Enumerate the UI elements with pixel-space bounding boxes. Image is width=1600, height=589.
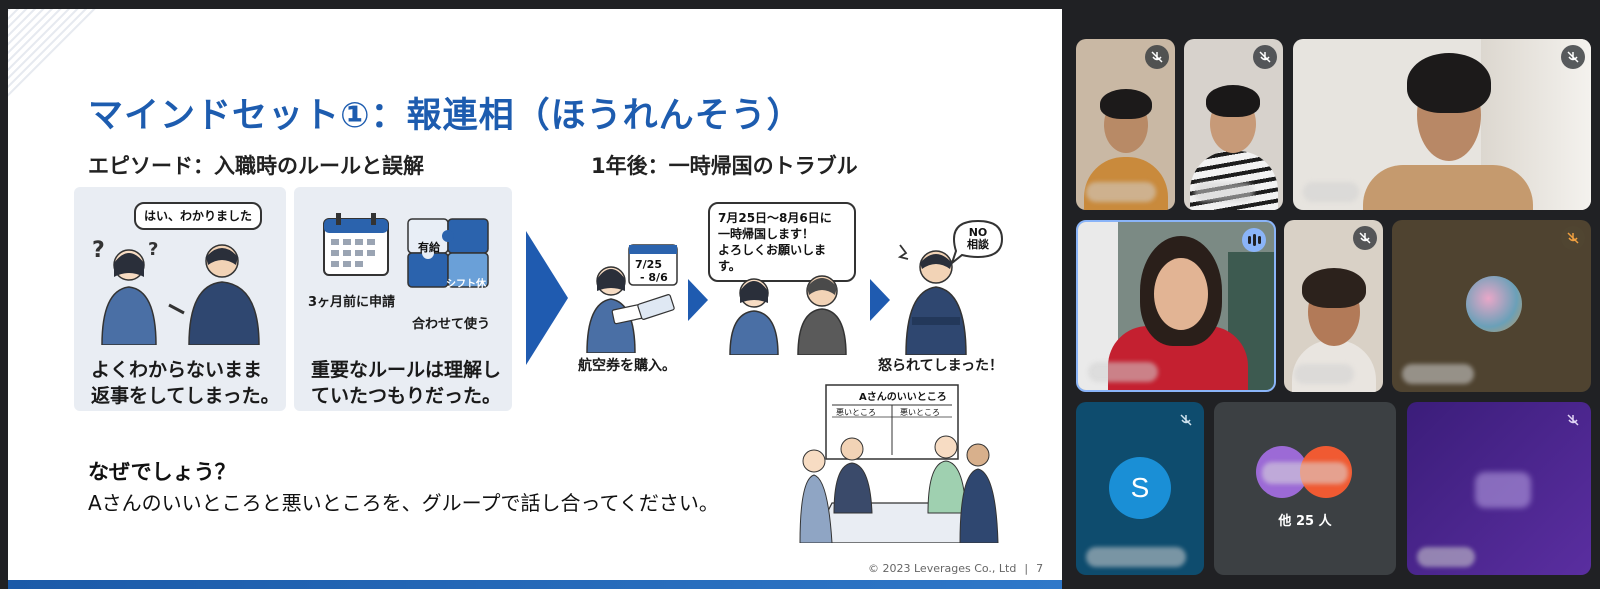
presentation-slide: マインドセット①：報連相（ほうれんそう） エピソード：入職時のルールと誤解 1年… [8,9,1062,589]
participant-name-redacted [1194,182,1254,202]
avatar: S [1109,457,1171,519]
participant-name-redacted [1086,182,1156,202]
svg-text:?: ? [148,239,158,260]
mic-off-icon [1561,226,1585,250]
puzzle-label-shift-off: シフト休 [446,279,486,290]
calendar-icon [323,213,389,276]
participant-name-redacted [1088,362,1158,382]
announcement-bubble: 7月25日～8月6日に 一時帰国します！ よろしくお願いします。 [708,202,856,282]
episode-panel-1: はい、わかりました ? ? よくわからないまま 返事をしてしまった。 [74,187,286,411]
panel2-caption-line1: 重要なルールは理解し [311,359,502,381]
small-arrow-icon-2 [870,279,890,321]
panel1-caption-line1: よくわからないまま [91,359,263,381]
svg-text:?: ? [92,238,105,263]
participant-tile-3[interactable] [1293,39,1591,210]
whiteboard-title: Aさんのいいところ [859,392,947,403]
participant-tile-4[interactable] [1284,220,1383,392]
step3-caption: 怒られてしまった！ [878,358,1004,374]
small-arrow-icon [688,279,708,321]
footer-separator: | [1024,562,1029,575]
participant-tile-5[interactable] [1392,220,1591,392]
later-heading: 1年後：一時帰国のトラブル [591,154,858,178]
slide-footer: © 2023 Leverages Co., Ltd | 7 [868,562,1043,575]
conversation-illustration: ? ? [92,238,260,345]
speech-bubble-yes: はい、わかりました [134,202,263,230]
group-meeting-illustration [799,384,999,543]
slide-title: マインドセット①：報連相（ほうれんそう） [88,96,803,136]
participant-name-redacted [1417,547,1475,567]
slide-bottom-bar [8,580,1062,589]
mic-off-icon [1353,226,1377,250]
no-consultation-sign [949,219,1004,266]
participant-name-redacted [1402,364,1474,384]
panel2-caption-line2: ていたつもりだった。 [311,385,502,407]
participant-name-redacted [1475,472,1531,508]
participant-tile-speaking[interactable] [1076,220,1276,392]
mic-off-icon [1145,45,1169,69]
ticket-date-line2: - 8/6 [640,271,668,284]
label-apply-3-months: 3ヶ月前に申請 [308,295,396,310]
mic-off-icon [1561,45,1585,69]
question-heading: なぜでしょう？ [88,460,236,484]
puzzle-label-paid-leave: 有給 [418,241,440,254]
no-sign-text: NO 相談 [967,227,989,251]
ticket-purchase-illustration [586,244,678,353]
participant-tile-6[interactable] [1407,402,1591,575]
participant-name-redacted [1294,364,1354,384]
announcement-line1: 7月25日～8月6日に [718,211,832,225]
participant-tile-2[interactable] [1184,39,1283,210]
participant-name-redacted [1086,547,1186,567]
puzzle-icon [407,218,489,288]
announcement-line2: 一時帰国します！ [718,227,815,241]
others-count-label: 他 25 人 [1278,514,1332,529]
big-arrow-icon [526,231,568,365]
step1-caption: 航空券を購入。 [578,358,676,374]
participant-name-redacted [1303,182,1359,202]
whiteboard-col-2: 悪いところ [900,408,940,417]
episode-heading: エピソード：入職時のルールと誤解 [88,154,424,178]
no-sign-line2: 相談 [967,238,989,251]
question-text: Aさんのいいところと悪いところを、グループで話し合ってください。 [88,491,719,515]
others-tile[interactable]: 他 25 人 [1214,402,1396,575]
participant-tile-1[interactable] [1076,39,1175,210]
ticket-date-line1: 7/25 [635,258,662,271]
panel1-caption-line2: 返事をしてしまった。 [91,385,280,407]
footer-copyright: © 2023 Leverages Co., Ltd [868,562,1017,575]
page-number: 7 [1036,562,1044,575]
announcement-line3: よろしくお願いします。 [718,243,827,273]
avatar [1466,276,1522,332]
no-sign-line1: NO [968,226,988,239]
whiteboard-col-1: 悪いところ [836,408,876,417]
participant-name-redacted [1262,462,1348,484]
participant-tile-s[interactable]: S [1076,402,1204,575]
mic-off-icon [1174,408,1198,432]
angry-manager-illustration [897,244,967,355]
mic-off-icon [1561,408,1585,432]
label-combine-use: 合わせて使う [412,317,491,332]
speaking-indicator-icon [1242,228,1266,252]
reporting-illustration [729,275,847,355]
slide-corner-decoration [8,9,96,97]
mic-off-icon [1253,45,1277,69]
episode-panel-2: 有給 シフト休 3ヶ月前に申請 合わせて使う 重要なルールは理解し ていたつもり… [294,187,512,411]
